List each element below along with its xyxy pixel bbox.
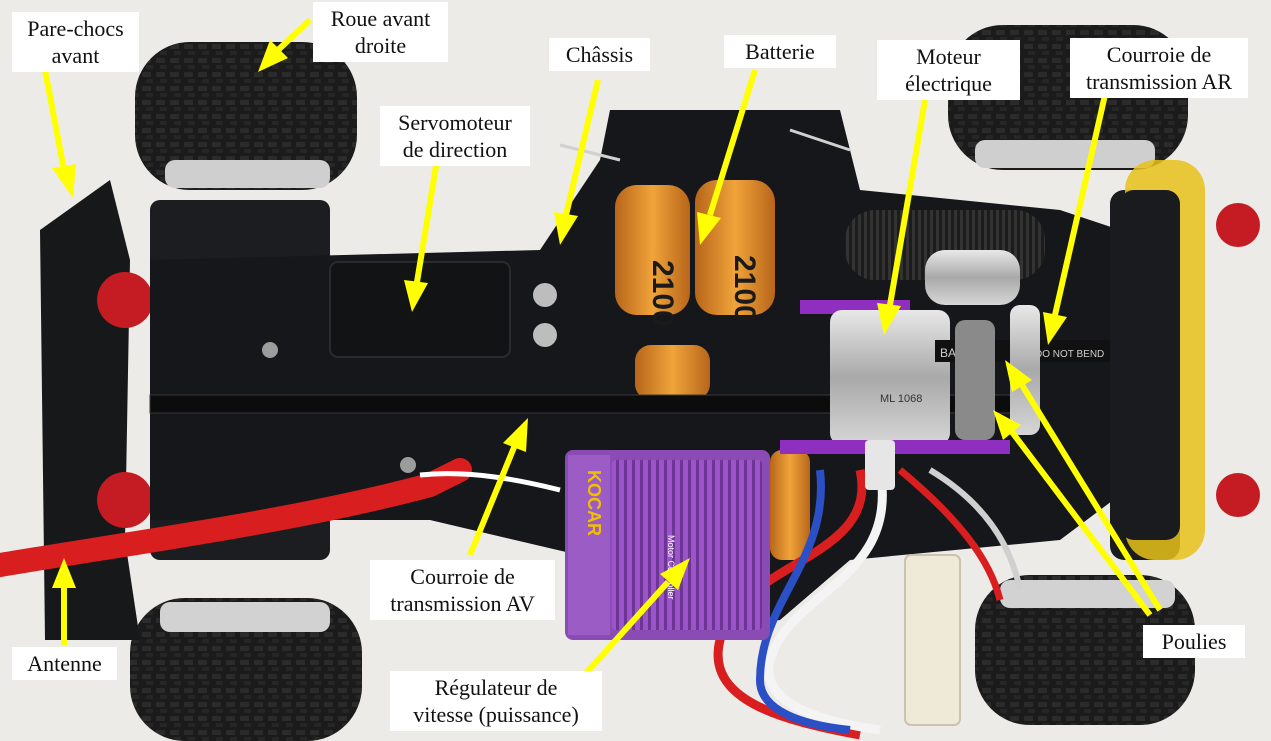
motor-wire-red — [897, 467, 1004, 601]
arrow-front-bumper — [42, 69, 76, 198]
belt-print-2: DO NOT BEND — [1035, 349, 1104, 360]
power-wire-blue — [755, 469, 851, 734]
body-clip-left — [559, 143, 621, 162]
chassis-screw-2 — [400, 457, 416, 473]
power-wire-white — [764, 469, 887, 735]
front-shock-cap-top — [97, 272, 153, 328]
rear-shock-cap-bottom — [1216, 473, 1260, 517]
label-electric-motor: Moteur électrique — [877, 40, 1020, 100]
antenna-wire — [0, 458, 472, 577]
label-front-belt: Courroie de transmission AV — [370, 560, 555, 620]
motor-wire-white — [928, 467, 1023, 591]
battery-label-1: 2100 — [646, 260, 679, 327]
wheel-front-right — [135, 42, 357, 190]
arrow-front-belt — [467, 418, 528, 557]
servo-screw-bottom — [533, 323, 557, 347]
label-antenna: Antenne — [12, 647, 117, 680]
label-front-bumper: Pare-chocs avant — [12, 12, 139, 72]
label-pulleys: Poulies — [1143, 625, 1245, 658]
arrow-speed-controller — [577, 558, 690, 683]
electric-motor-shape: ML 1068 — [780, 300, 1010, 454]
wheel-front-left — [130, 598, 362, 741]
servo-lead — [419, 471, 561, 493]
front-shock-cap-bottom — [97, 472, 153, 528]
arrow-battery — [697, 69, 758, 245]
tamiya-connector — [904, 554, 961, 726]
arrow-steering-servo — [404, 159, 440, 312]
battery-pack: 2100 2100 — [615, 180, 810, 560]
label-chassis: Châssis — [549, 38, 650, 71]
label-speed-controller: Régulateur de vitesse (puissance) — [390, 671, 602, 731]
arrow-antenna — [52, 558, 76, 645]
pulley-motor — [955, 320, 995, 440]
label-front-right-wheel: Roue avant droite — [313, 2, 448, 62]
body-clip-right — [789, 128, 851, 152]
esc-brand-print: KOCAR — [584, 470, 604, 536]
label-battery: Batterie — [724, 35, 836, 68]
arrow-pulley-1 — [1005, 360, 1163, 612]
front-bumper-shape — [40, 180, 140, 640]
label-steering-servo: Servomoteur de direction — [380, 106, 530, 166]
esc-model-print: Motor Controller — [666, 535, 676, 600]
arrow-front-right-wheel — [258, 17, 313, 72]
motor-print: ML 1068 — [880, 393, 922, 405]
arrow-chassis — [554, 79, 601, 245]
label-rear-belt: Courroie de transmission AR — [1070, 38, 1248, 98]
chassis-screw — [262, 342, 278, 358]
rear-arm — [1120, 190, 1180, 540]
rear-shock-cap-top — [1216, 203, 1260, 247]
annotation-arrows — [42, 17, 1163, 683]
battery-label-2: 2100 — [728, 255, 761, 322]
arrow-pulley-2 — [993, 410, 1153, 617]
servo-screw-top — [533, 283, 557, 307]
arrow-rear-belt — [1043, 94, 1108, 345]
arrow-electric-motor — [877, 99, 928, 335]
cable-tie — [865, 440, 895, 490]
speed-controller: KOCAR Motor Controller — [565, 450, 770, 640]
gear-hub — [925, 250, 1020, 305]
